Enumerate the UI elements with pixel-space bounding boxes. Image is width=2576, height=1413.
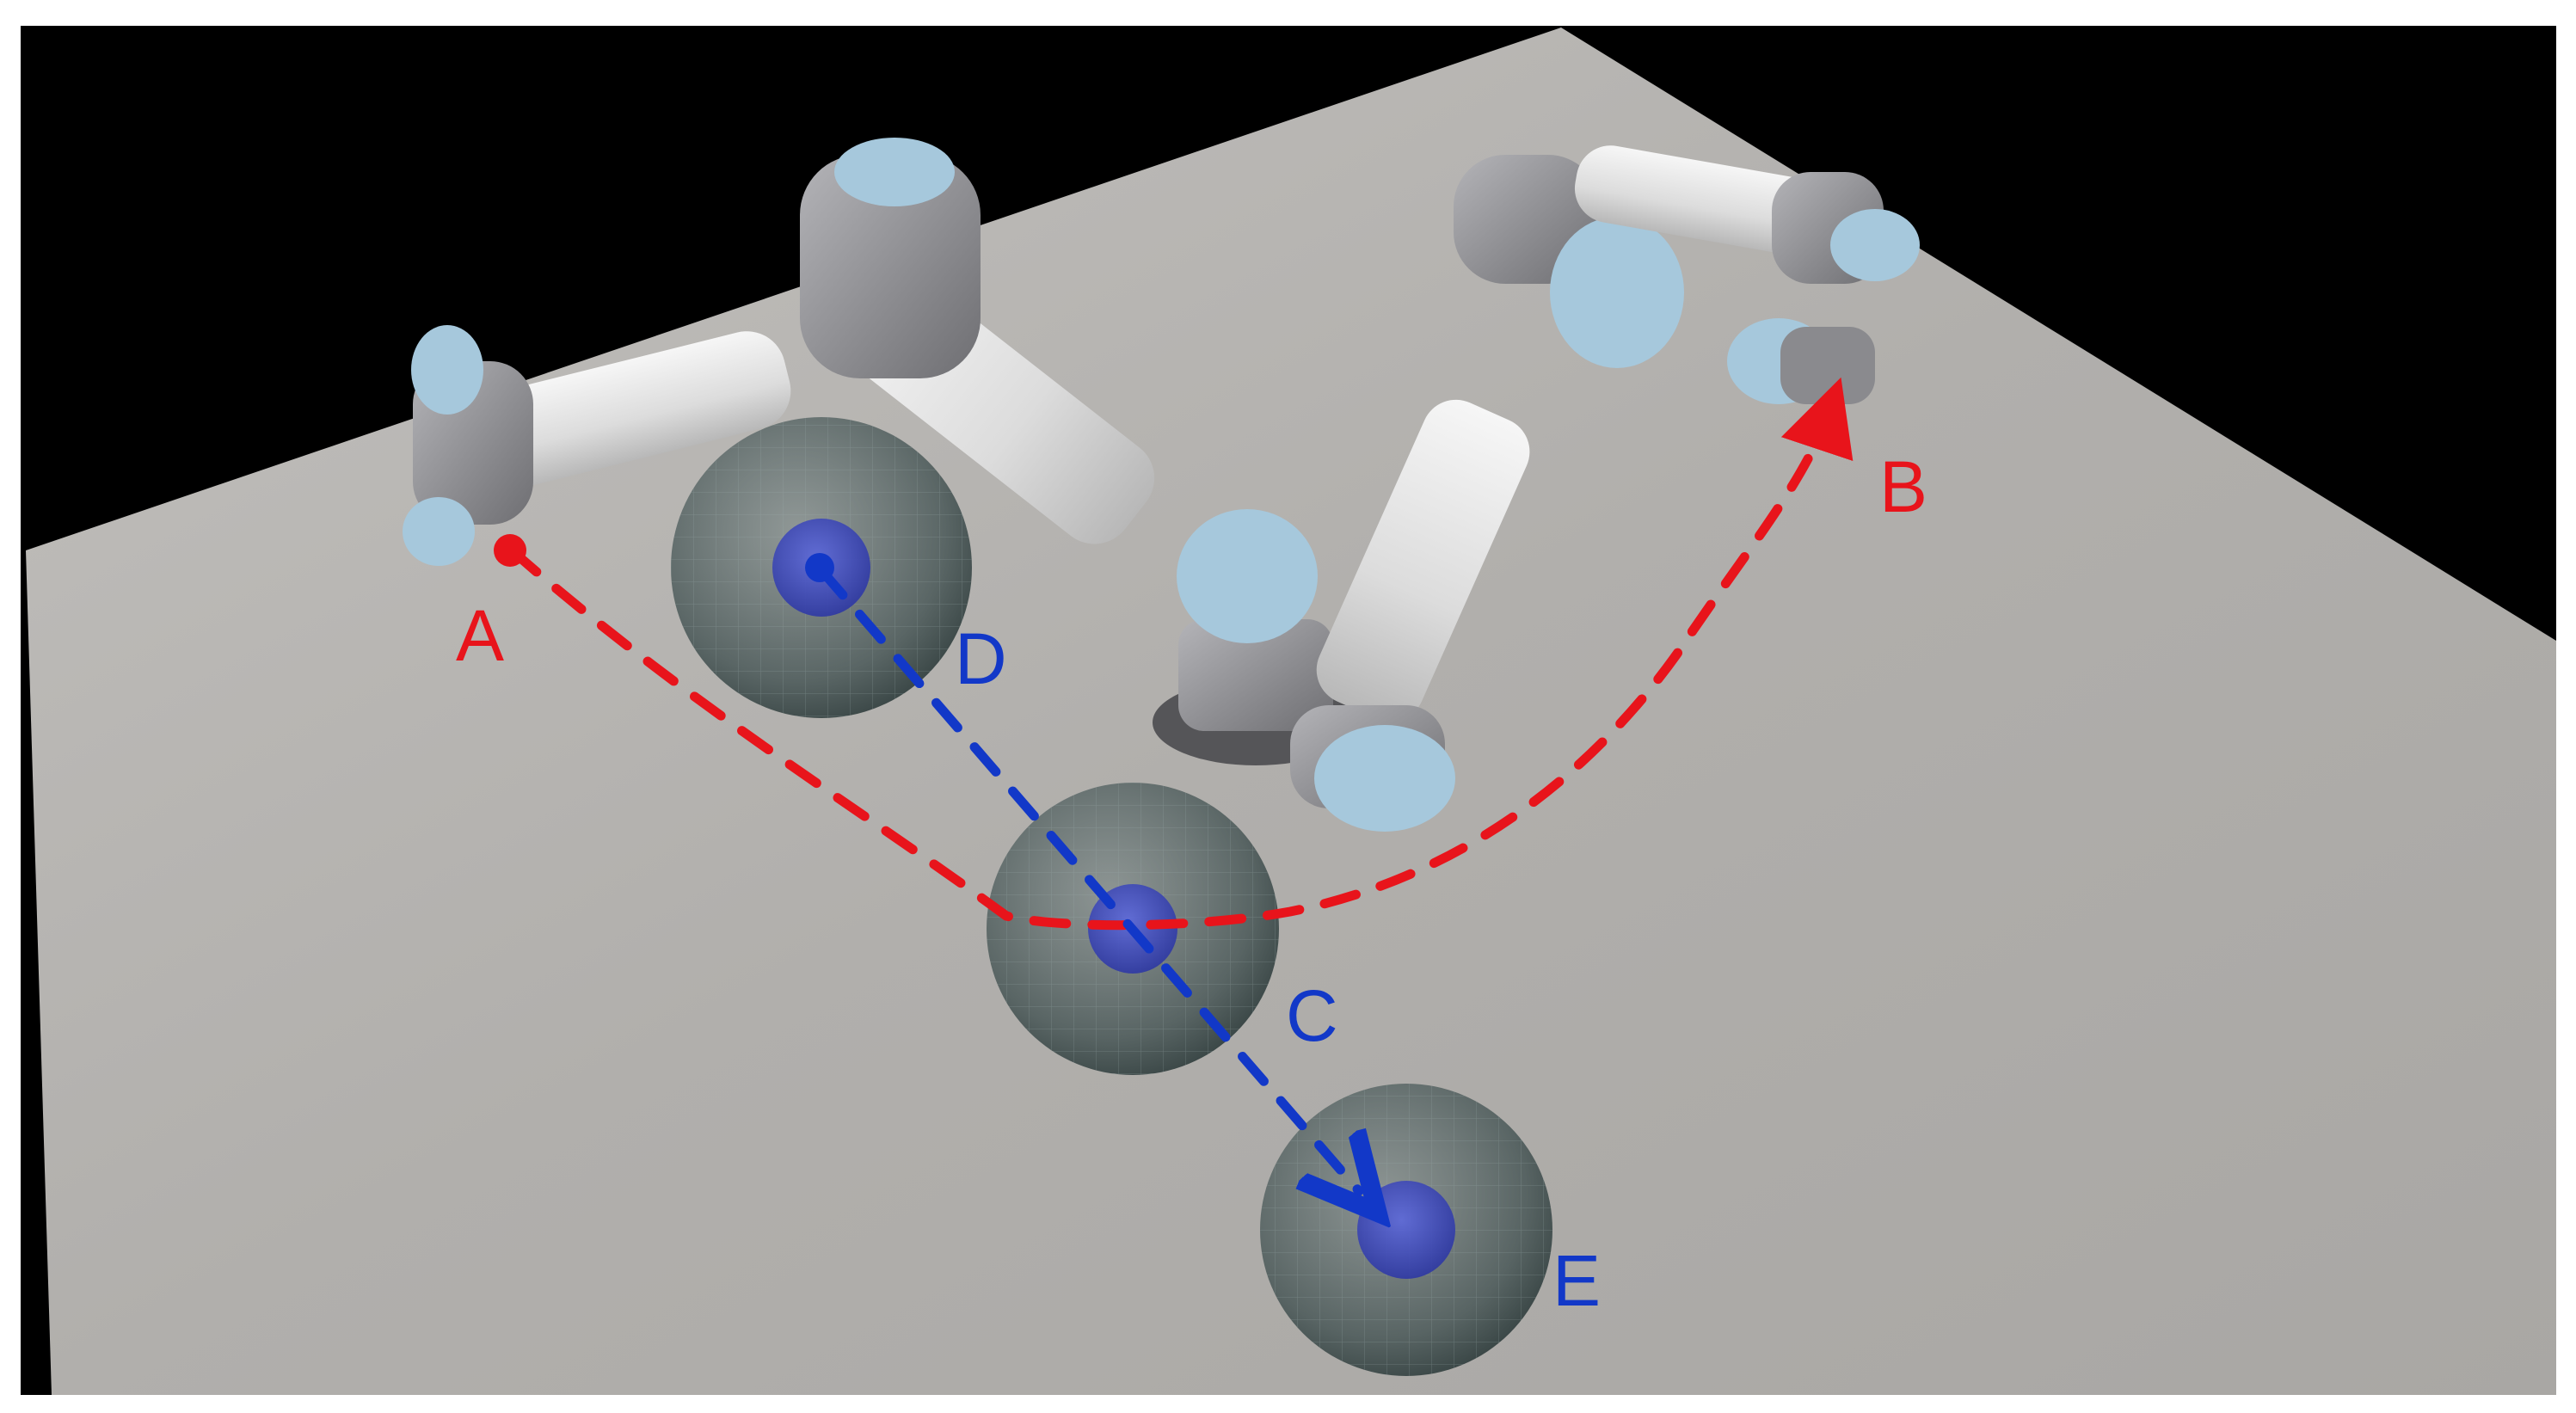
robot-arm: [403, 138, 1920, 832]
label-b: B: [1879, 446, 1927, 527]
label-c: C: [1286, 975, 1338, 1056]
robot-path-a-to-b: [507, 377, 1854, 931]
label-d: D: [955, 618, 1007, 699]
start-point-a: [494, 534, 526, 567]
obstacle-start-d: [805, 553, 834, 582]
label-a: A: [456, 595, 504, 676]
obstacle-path-d-to-e: [816, 565, 1359, 1191]
label-e: E: [1552, 1240, 1601, 1321]
